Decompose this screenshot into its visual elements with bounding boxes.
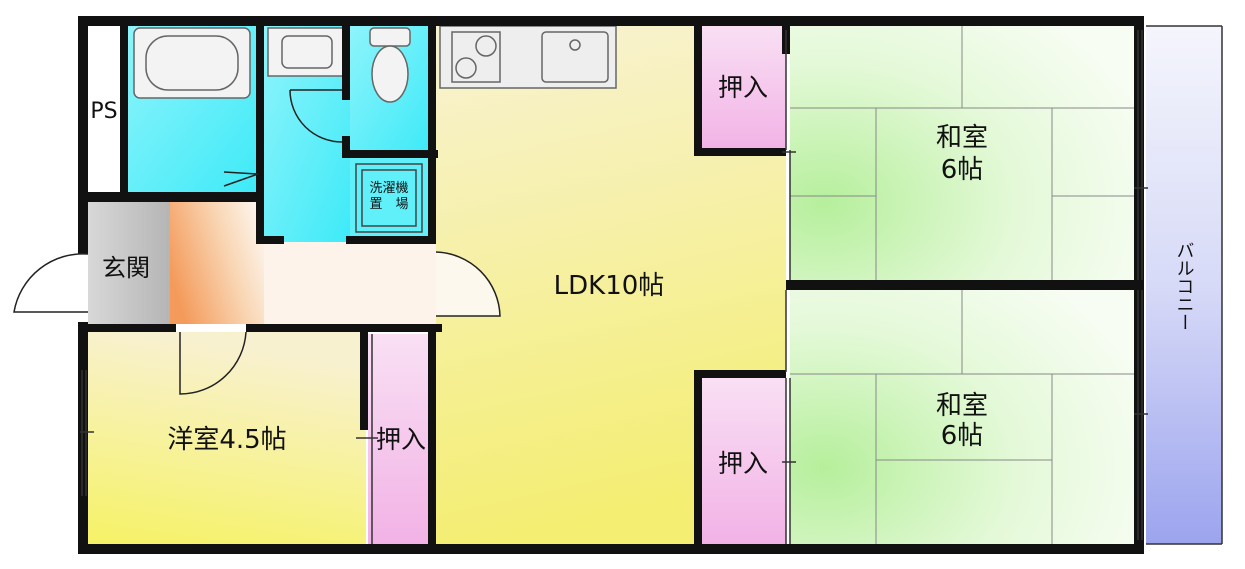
closet-top-floor [702, 24, 786, 152]
toilet [369, 27, 411, 103]
ldk-label: LDK10帖 [554, 271, 665, 301]
washitsu-top-name: 和室 [936, 123, 988, 153]
ps-label: PS [90, 99, 117, 124]
entrance-floor [88, 202, 170, 324]
tatami-lines [790, 24, 1138, 544]
western-room-floor [86, 332, 366, 544]
washitsu-bottom-size: 6帖 [941, 421, 984, 451]
laundry-label-line2: 置 場 [369, 197, 408, 212]
ps-space [86, 24, 122, 194]
hallway-floor [170, 202, 264, 324]
entrance-label: 玄関 [102, 254, 150, 282]
doors [13, 89, 501, 395]
laundry-box [355, 163, 423, 233]
washitsu-bottom-floor [790, 290, 1138, 544]
balcony-label: バルコニー [1174, 241, 1195, 331]
closet-bottom-floor [702, 376, 786, 544]
laundry-label-line1: 洗濯機 [369, 181, 408, 196]
walls [78, 16, 1144, 554]
bathtub [133, 27, 251, 99]
sliding-doors [80, 25, 1223, 545]
closet-left-label: 押入 [376, 425, 426, 454]
closet-left-floor [368, 334, 432, 544]
closet-top-label: 押入 [718, 73, 768, 102]
washitsu-top-size: 6帖 [941, 155, 984, 185]
balcony-floor [1146, 26, 1222, 544]
washitsu-bottom-name: 和室 [936, 391, 988, 421]
wash-basin [267, 27, 345, 77]
washitsu-top-floor [790, 24, 1138, 280]
western-room-label: 洋室4.5帖 [167, 425, 286, 455]
closet-bottom-label: 押入 [718, 449, 768, 478]
kitchen-counter [439, 25, 617, 89]
hallway-floor-2 [264, 242, 436, 324]
